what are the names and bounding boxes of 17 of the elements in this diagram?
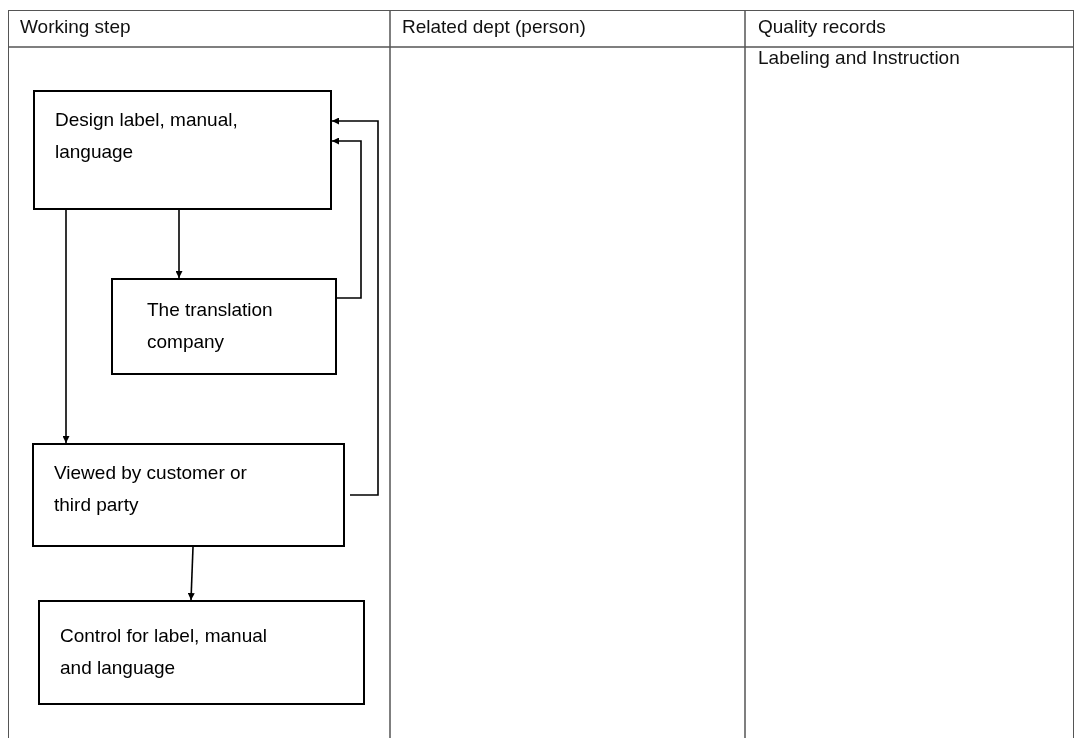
process-box <box>111 278 337 375</box>
arrow <box>175 209 183 279</box>
column-header: Quality records <box>758 16 886 38</box>
box-text: Control for label, manual and language <box>60 624 268 680</box>
arrow <box>331 117 379 496</box>
arrow <box>187 546 195 601</box>
table-cell-text: Labeling and Instruction <box>758 47 960 69</box>
process-box <box>33 90 332 210</box>
column-header: Working step <box>20 16 131 38</box>
arrow <box>331 137 362 299</box>
box-text: Design label, manual, language <box>55 108 239 164</box>
column-header: Related dept (person) <box>402 16 586 38</box>
box-text: Viewed by customer or third party <box>54 461 248 517</box>
box-text: The translation company <box>147 298 274 354</box>
process-box <box>38 600 365 705</box>
arrow <box>62 209 70 444</box>
process-box <box>32 443 345 547</box>
